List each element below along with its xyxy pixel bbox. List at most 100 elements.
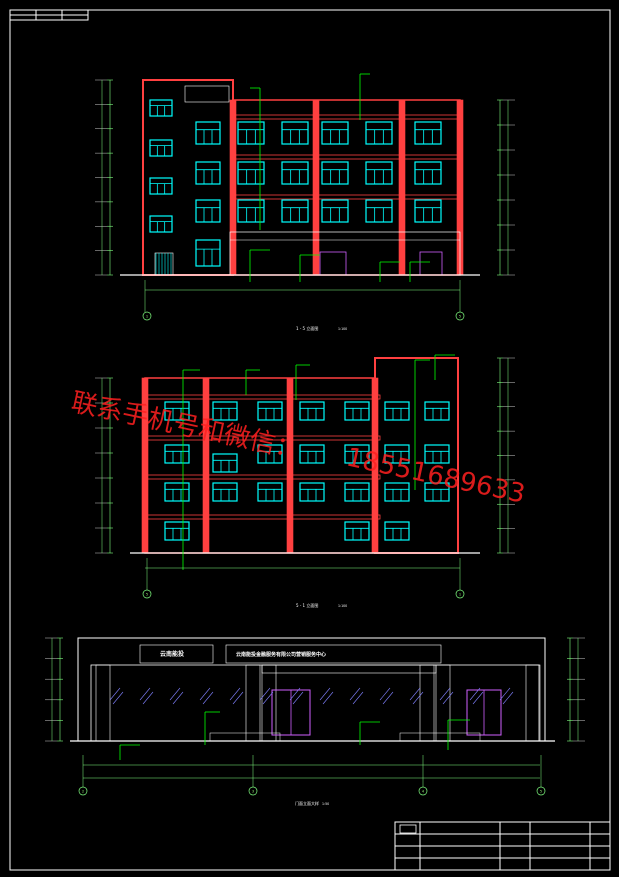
level-marks [95,377,113,554]
window [281,199,309,223]
axis-circle [418,786,428,796]
shopfront-glazing-zone [90,664,540,742]
scale-elevation-1: 1:100 [338,327,347,331]
window-frame [424,401,450,421]
glass-hatch [109,687,121,701]
window [344,521,370,541]
window [164,444,190,464]
axis-circle [248,786,258,796]
axis-circle [142,589,152,599]
pilaster [398,99,406,276]
window-frame [299,444,325,464]
axis-label: 2 [82,789,84,793]
glass-hatch [292,691,304,705]
window [424,482,450,502]
window-frame [281,161,309,185]
window [164,482,190,502]
window [299,401,325,421]
window-frame [299,482,325,502]
level-marks [45,637,63,742]
axis-circle [78,786,88,796]
glass-hatch [379,687,391,701]
sheet-border [9,9,611,871]
window-frame [321,121,349,145]
glass-hatch [289,687,301,701]
window [414,199,442,223]
axis-label: 4 [422,789,424,793]
leaders [182,354,455,570]
window [281,161,309,185]
window-frame [149,99,173,117]
floor-band [144,474,381,480]
sign-panel-left [139,644,214,664]
glass-hatch [232,691,244,705]
axis-bubble: 4 [418,786,428,796]
window-frame [164,482,190,502]
sign-panel-right [225,644,442,664]
window-frame [149,215,173,233]
glass-hatch [259,687,271,701]
window-frame [299,401,325,421]
window [195,239,221,267]
pilaster [229,99,237,276]
axis-bubble: 3 [248,786,258,796]
pilaster [202,377,210,554]
glass-hatch [349,687,361,701]
window-frame [195,199,221,223]
window [321,161,349,185]
floor-band [232,114,461,120]
window [149,139,173,157]
glass-hatch [169,687,181,701]
step-right [399,732,481,742]
scale-shopfront: 1:50 [322,802,329,806]
window [212,401,238,421]
window [164,521,190,541]
window-frame [195,121,221,145]
glass-hatch [202,691,214,705]
signage-left: 云南能投 [160,650,185,658]
window [257,401,283,421]
window-frame [164,521,190,541]
tower-parapet [184,85,230,103]
glass-hatch [412,691,424,705]
axis-label: 5 [459,314,461,318]
window [321,199,349,223]
window-frame [212,482,238,502]
axis-label: 5 [146,592,148,596]
window [384,444,410,464]
window-frame [384,444,410,464]
level-marks [497,357,515,554]
window-frame [237,199,265,223]
door-transom [261,664,437,674]
axis-circle [455,589,465,599]
axis-bubble: 5 [536,786,546,796]
window-frame [384,482,410,502]
caption-shopfront: 门面立面大样 [295,800,319,806]
glass-hatch [469,687,481,701]
window-frame [365,161,393,185]
window [344,444,370,464]
title-block [394,821,611,871]
window-frame [257,444,283,464]
window [149,99,173,117]
window [365,199,393,223]
window [257,482,283,502]
step-left [209,732,281,742]
column-cladding [419,664,435,742]
axis-circle [536,786,546,796]
window-frame [149,139,173,157]
window [365,161,393,185]
window-frame [281,121,309,145]
glass-hatch [352,691,364,705]
level-marks [567,637,585,742]
window-frame [164,444,190,464]
glass-hatch [262,691,274,705]
caption-elevation-2: 5 - 1 立面图 [296,602,318,608]
floor-band [232,194,461,200]
window [149,215,173,233]
window-frame [212,453,238,473]
floor-band [144,394,381,400]
axis-circle [142,311,152,321]
floor-band [232,154,461,160]
